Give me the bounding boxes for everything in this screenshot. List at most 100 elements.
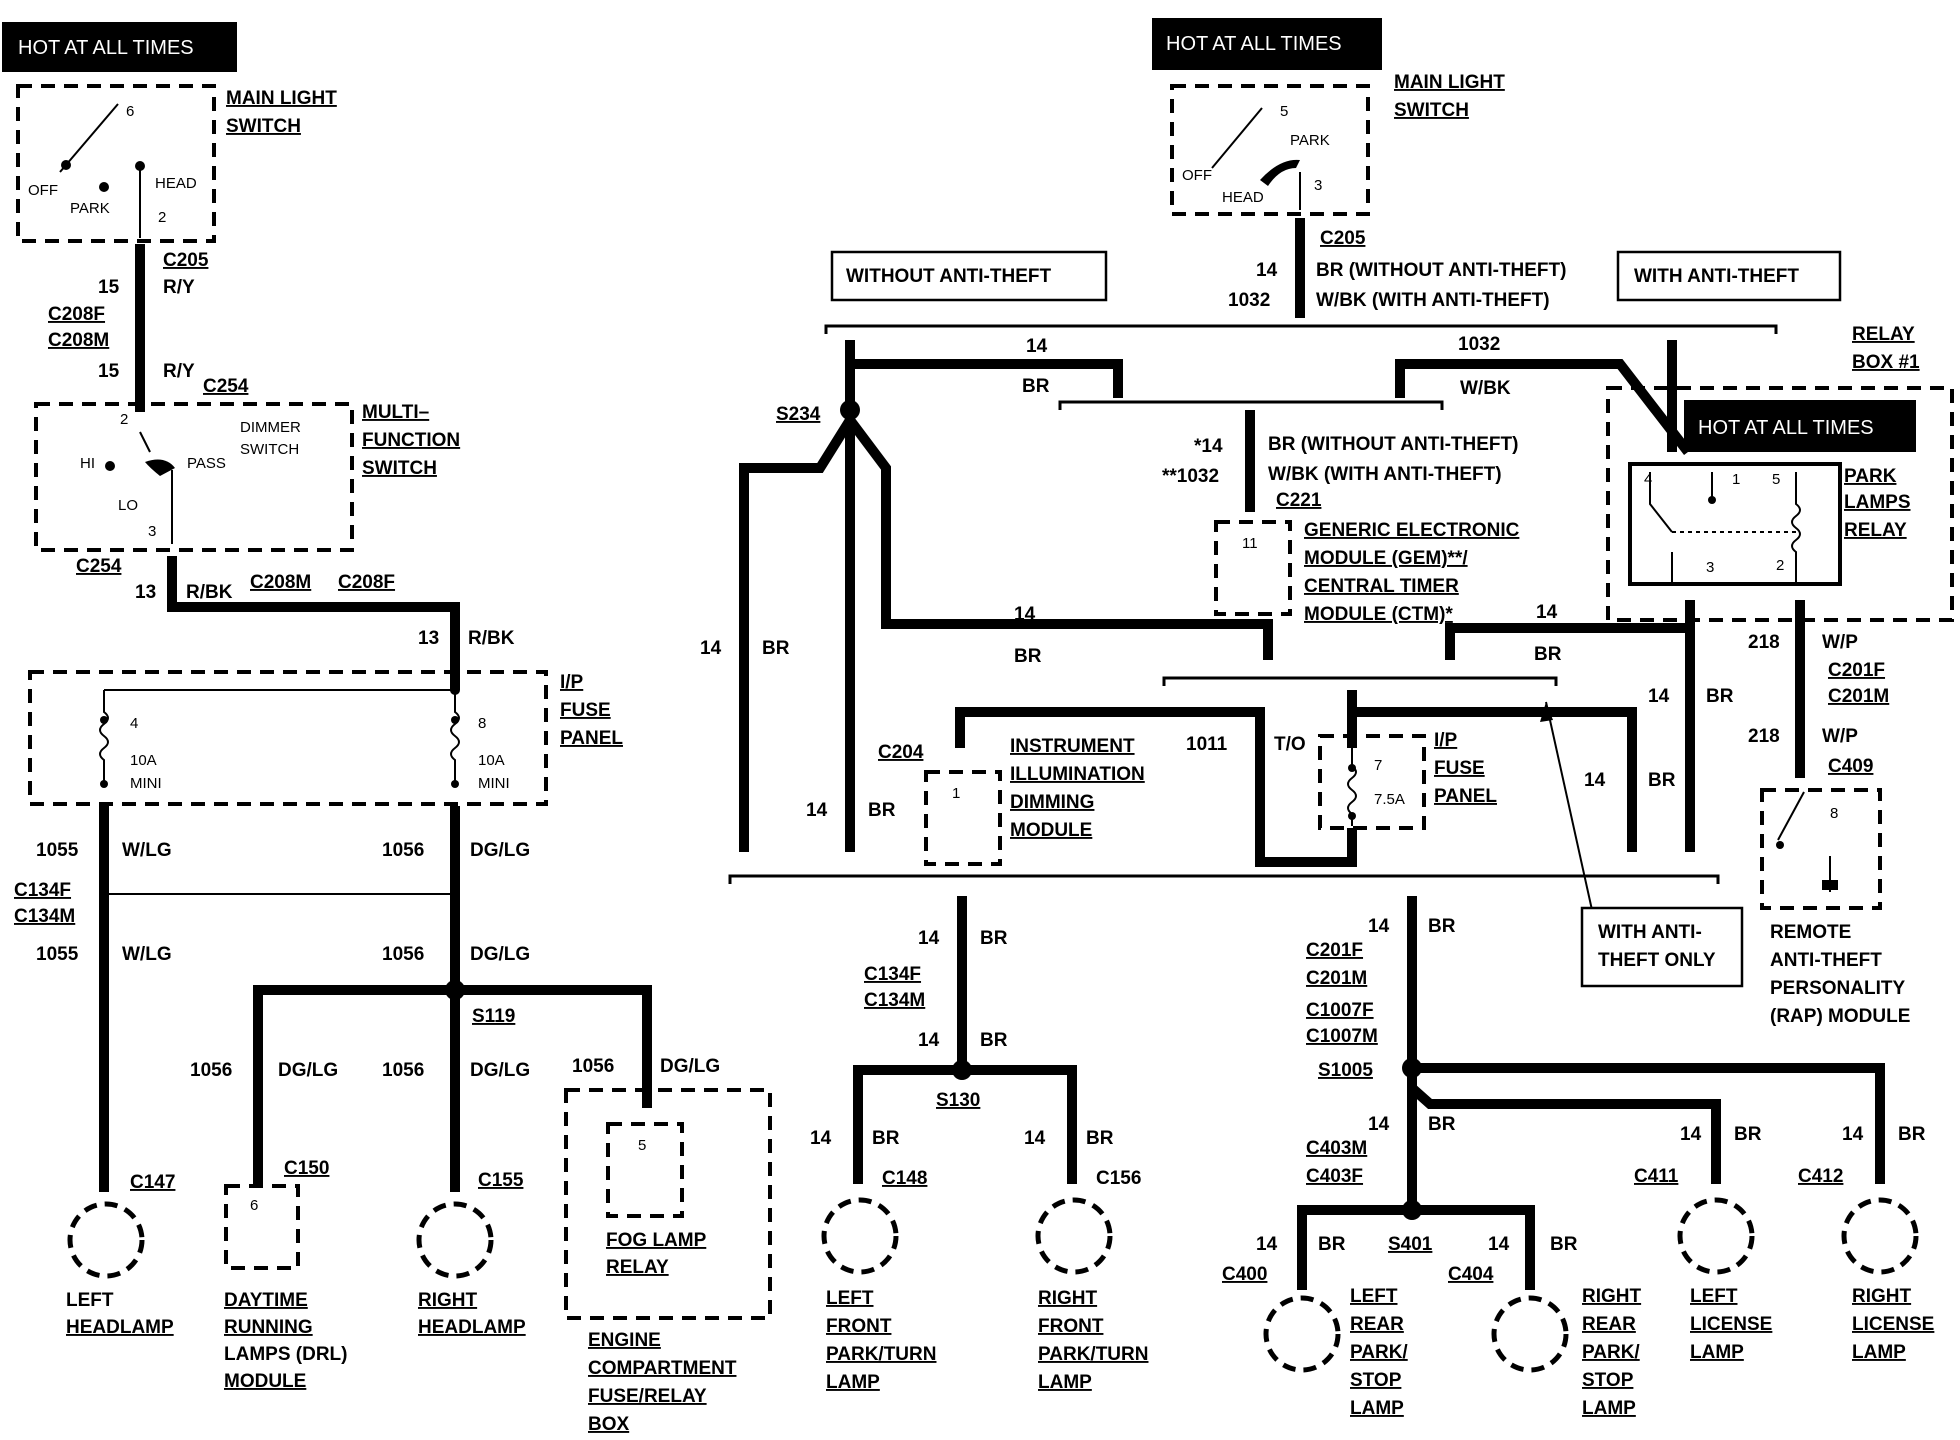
engine-box-label: FUSE/RELAY <box>588 1386 707 1407</box>
right-front-lamp-symbol <box>1035 1197 1113 1275</box>
right-license-lamp-label: LAMP <box>1852 1342 1906 1363</box>
engine-box-label: COMPARTMENT <box>588 1358 737 1379</box>
fuse-type: MINI <box>478 775 510 792</box>
wire-color: DG/LG <box>470 944 530 965</box>
left-license-lamp-label: LEFT <box>1690 1286 1738 1307</box>
connector-c208f: C208F <box>48 304 105 325</box>
connector-c400: C400 <box>1222 1264 1267 1285</box>
main-light-switch-title-right: MAIN LIGHT <box>1394 72 1505 93</box>
pin-label: 5 <box>1772 471 1780 488</box>
wire-number: 1056 <box>382 944 424 965</box>
connector-c208f: C208F <box>338 572 395 593</box>
fuse-number: 7 <box>1374 757 1382 774</box>
fuse-number: 8 <box>478 715 486 732</box>
pin-label: 2 <box>158 209 166 226</box>
right-front-lamp-label: PARK/TURN <box>1038 1344 1148 1365</box>
wire-number: 14 <box>1584 770 1606 791</box>
hot-at-all-times-badge-top <box>1152 18 1382 70</box>
rap-module-box <box>1760 788 1882 910</box>
main-light-switch-title-right: SWITCH <box>1394 100 1469 121</box>
wire-color: BR <box>762 638 790 659</box>
ip-fuse-panel-right-title: FUSE <box>1434 758 1485 779</box>
splice-s1005: S1005 <box>1318 1060 1373 1081</box>
wire-color: W/BK (WITH ANTI-THEFT) <box>1316 290 1550 311</box>
connector-c148: C148 <box>882 1168 927 1189</box>
connector-c254-top: C254 <box>203 376 249 397</box>
connector-c412: C412 <box>1798 1166 1843 1187</box>
ip-fuse-panel-right-title: I/P <box>1434 730 1458 751</box>
left-circuit: HOT AT ALL TIMES OFF PARK HEAD 6 2 MAIN … <box>2 22 772 1435</box>
left-headlamp-label: LEFT <box>66 1290 114 1311</box>
hot-at-all-times-label-top: HOT AT ALL TIMES <box>1166 33 1342 55</box>
ip-fuse-panel-right-title: PANEL <box>1434 786 1497 807</box>
wire-color: W/P <box>1822 726 1858 747</box>
left-headlamp-symbol <box>67 1201 145 1279</box>
wire-color: W/LG <box>122 840 172 861</box>
right-headlamp-label: RIGHT <box>418 1290 478 1311</box>
drl-module-box <box>224 1184 300 1270</box>
pin-label: 3 <box>148 523 156 540</box>
hot-at-all-times-label-relay: HOT AT ALL TIMES <box>1698 417 1874 439</box>
multi-function-switch-title: MULTI– <box>362 402 429 423</box>
fuse-rating: 7.5A <box>1374 791 1405 808</box>
wire-number: 14 <box>810 1128 832 1149</box>
main-light-switch-right <box>1170 84 1370 216</box>
wire-color: DG/LG <box>660 1056 720 1077</box>
engine-compartment-fuse-relay-box <box>564 1088 772 1320</box>
wire-color: BR (WITHOUT ANTI-THEFT) <box>1268 434 1518 455</box>
fog-lamp-relay-box <box>606 1122 684 1218</box>
wire-number: 15 <box>98 361 120 382</box>
with-anti-theft-box <box>1616 250 1842 302</box>
with-anti-theft-label: WITH ANTI-THEFT <box>1634 266 1799 287</box>
connector-c155: C155 <box>478 1170 524 1191</box>
wire-number: 15 <box>98 277 120 298</box>
wire-color: R/BK <box>186 582 233 603</box>
rap-module-label: PERSONALITY <box>1770 978 1905 999</box>
wire-number: 14 <box>1368 1114 1390 1135</box>
left-front-lamp-label: LEFT <box>826 1288 874 1309</box>
left-license-lamp-symbol <box>1677 1197 1755 1275</box>
ip-fuse-panel-title: I/P <box>560 672 584 693</box>
park-lamps-relay-label: PARK <box>1844 466 1897 487</box>
wire-number: 1056 <box>382 840 424 861</box>
right-rear-lamp-label: PARK/ <box>1582 1342 1640 1363</box>
wire-number: 14 <box>1368 916 1390 937</box>
wire-color: BR <box>1014 646 1042 667</box>
gem-module-label: GENERIC ELECTRONIC <box>1304 520 1520 541</box>
connector-c147: C147 <box>130 1172 175 1193</box>
connector-c254-bottom: C254 <box>76 556 122 577</box>
with-anti-theft-only-label: WITH ANTI- <box>1598 922 1702 943</box>
pin-label: 6 <box>250 1197 258 1214</box>
connector-c134m: C134M <box>864 990 925 1011</box>
connector-c1007f: C1007F <box>1306 1000 1374 1021</box>
connector-c205-left: C205 <box>163 250 209 271</box>
wire-number: 14 <box>1256 260 1278 281</box>
wire-number: 1056 <box>572 1056 614 1077</box>
connector-c156: C156 <box>1096 1168 1141 1189</box>
drl-module-label: LAMPS (DRL) <box>224 1344 347 1365</box>
switch-head-label: HEAD <box>1222 189 1264 206</box>
iid-module-label: DIMMING <box>1010 792 1094 813</box>
pin-label: 4 <box>1644 471 1652 488</box>
left-rear-lamp-symbol <box>1263 1295 1341 1373</box>
right-license-lamp-label: RIGHT <box>1852 1286 1912 1307</box>
park-lamps-relay-label: RELAY <box>1844 520 1907 541</box>
connector-c201m: C201M <box>1306 968 1367 989</box>
wire-color: BR <box>1734 1124 1762 1145</box>
wire-color: BR <box>980 1030 1008 1051</box>
without-anti-theft-label: WITHOUT ANTI-THEFT <box>846 266 1051 287</box>
iid-module-label: ILLUMINATION <box>1010 764 1145 785</box>
rap-module-label: REMOTE <box>1770 922 1851 943</box>
connector-c201m: C201M <box>1828 686 1889 707</box>
connector-c403f: C403F <box>1306 1166 1363 1187</box>
splice-s401: S401 <box>1388 1234 1433 1255</box>
connector-c201f: C201F <box>1828 660 1885 681</box>
wire-color: BR <box>1428 916 1456 937</box>
wire-number: 14 <box>1842 1124 1864 1145</box>
left-rear-lamp-label: REAR <box>1350 1314 1404 1335</box>
wire-number: 1056 <box>190 1060 232 1081</box>
left-rear-lamp-label: LAMP <box>1350 1398 1404 1419</box>
connector-c403m: C403M <box>1306 1138 1367 1159</box>
wire-color: W/P <box>1822 632 1858 653</box>
